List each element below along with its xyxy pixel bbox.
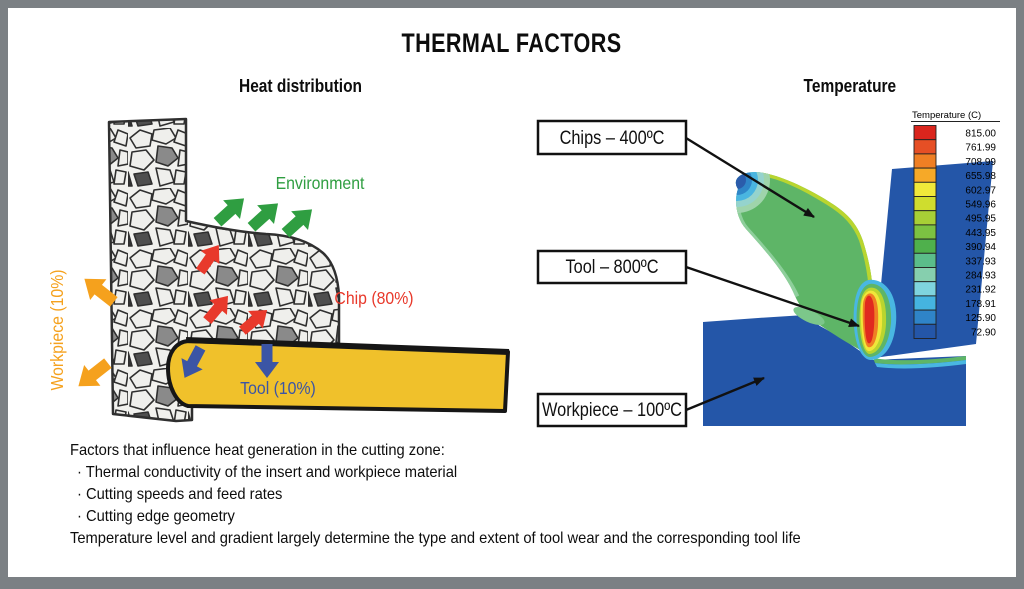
legend-swatch — [913, 238, 937, 254]
workpiece-grain-shape — [107, 117, 341, 423]
callout-chips-label: Chips – 400ºC — [560, 127, 665, 148]
workpiece-callout-arrow — [685, 376, 765, 412]
temperature-heading: Temperature — [803, 76, 897, 96]
content-panel: THERMAL FACTORS Heat distribution Temper… — [8, 8, 1016, 577]
chips-callout-arrow — [685, 136, 815, 219]
callout-tool-label: Tool – 800ºC — [565, 256, 658, 277]
legend-value: 815.00 — [965, 129, 996, 140]
footer-line: Temperature level and gradient largely d… — [70, 530, 801, 547]
callout-chips-box — [536, 119, 688, 156]
footer-line: Factors that influence heat generation i… — [70, 442, 445, 459]
callout-tool-box — [536, 249, 688, 285]
legend-swatch — [913, 309, 937, 325]
fem-junction-contour — [793, 306, 825, 326]
legend-value: 708.99 — [965, 157, 996, 168]
legend-value: 655.98 — [965, 171, 996, 182]
legend-value: 231.92 — [965, 285, 996, 296]
fem-hot-zone — [853, 279, 897, 360]
legend-value: 284.93 — [965, 271, 996, 282]
footer-line: · Cutting speeds and feed rates — [77, 486, 283, 503]
fem-surface-band-green — [873, 356, 966, 365]
legend-value: 761.99 — [965, 143, 996, 154]
legend-swatch — [913, 295, 937, 311]
environment-arrow-icon — [209, 188, 253, 232]
callout-workpiece-box — [536, 392, 688, 428]
legend-swatch — [913, 252, 937, 268]
temperature-simulation-diagram: Temperature (C) — [536, 110, 1000, 428]
heat-distribution-heading: Heat distribution — [238, 76, 362, 96]
legend-value: 443.95 — [965, 228, 996, 239]
legend-value: 549.96 — [965, 200, 996, 211]
legend-swatch — [913, 267, 937, 283]
footer-line: · Cutting edge geometry — [77, 508, 235, 525]
callout-workpiece-label: Workpiece – 100ºC — [542, 399, 682, 420]
legend-title: Temperature (C) — [912, 110, 981, 121]
fem-surface-band-cyan — [875, 360, 966, 369]
legend-swatch — [913, 196, 937, 212]
legend-value: 390.94 — [965, 242, 996, 253]
legend-swatch — [913, 281, 937, 297]
chip-label: Chip (80%) — [334, 288, 413, 308]
workpiece-arrow-icon — [70, 352, 116, 397]
footer-line: · Thermal conductivity of the insert and… — [77, 464, 458, 481]
legend-value: 495.95 — [965, 214, 996, 225]
environment-label: Environment — [276, 173, 365, 193]
heat-distribution-diagram: Environment Chip (80%) Tool (10%) Workpi… — [47, 117, 510, 423]
legend-swatch — [913, 323, 937, 339]
temperature-legend: Temperature (C) — [911, 110, 1000, 339]
tool-label: Tool (10%) — [240, 378, 316, 398]
legend-swatch — [913, 210, 937, 226]
footer-text: Factors that influence heat generation i… — [70, 440, 970, 550]
legend-swatch — [913, 139, 937, 155]
callout-boxes: Chips – 400ºC Tool – 800ºC Workpiece – 1… — [536, 119, 688, 428]
legend-swatch — [913, 181, 937, 197]
tool-shape — [166, 339, 510, 413]
tool-callout-arrow — [685, 265, 860, 328]
tool-top-edge — [185, 337, 510, 355]
legend-swatch — [913, 167, 937, 183]
environment-arrow-icon — [243, 193, 287, 237]
legend-value: 602.97 — [965, 185, 996, 196]
workpiece-label: Workpiece (10%) — [47, 269, 67, 390]
fem-workpiece — [703, 315, 966, 426]
legend-value: 72.90 — [971, 327, 996, 338]
legend-value: 178.91 — [965, 299, 996, 310]
legend-swatch — [913, 125, 937, 141]
legend-value: 125.90 — [965, 313, 996, 324]
legend-swatch — [913, 224, 937, 240]
callout-arrows — [685, 136, 860, 412]
page-title: THERMAL FACTORS — [401, 28, 622, 58]
legend-value: 337.93 — [965, 256, 996, 267]
legend-swatch — [913, 153, 937, 169]
